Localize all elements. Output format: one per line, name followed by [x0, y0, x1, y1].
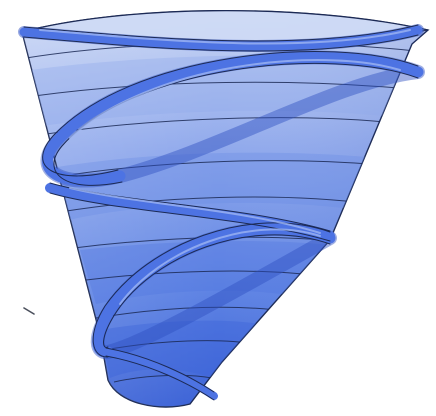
- stray-mark: [24, 308, 34, 314]
